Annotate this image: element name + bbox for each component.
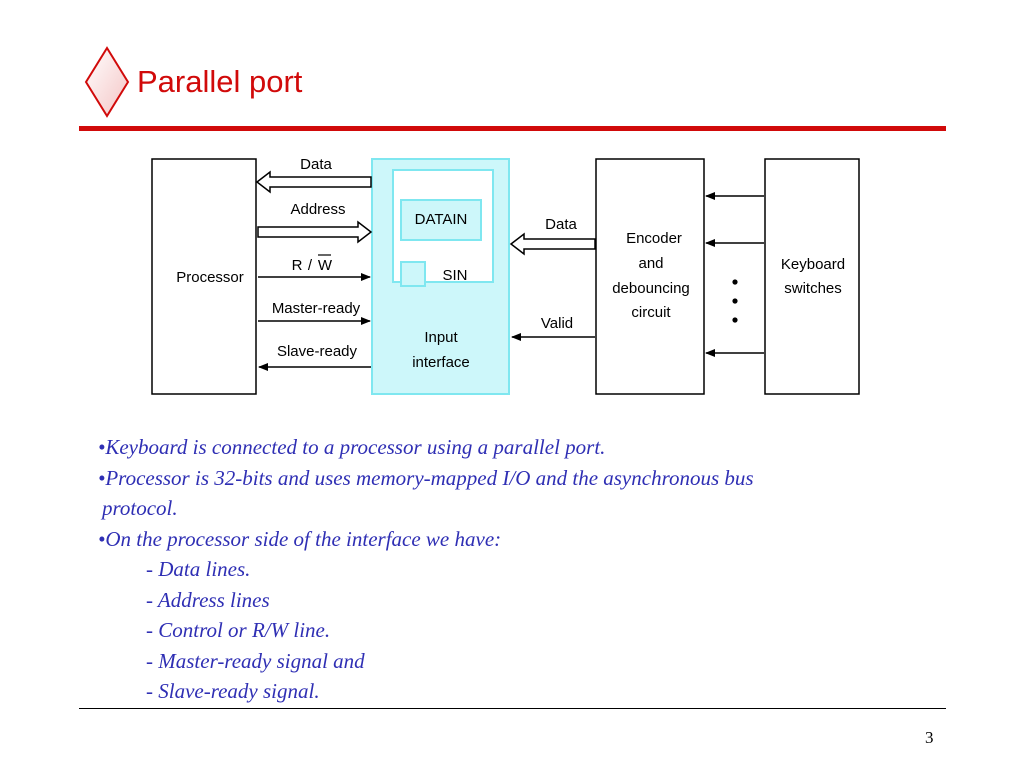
rw-sep-label: / [308, 257, 313, 274]
sin-label: SIN [442, 267, 467, 284]
sub-bullet-item: - Master-ready signal and [146, 648, 365, 673]
address-bus-label: Address [290, 201, 345, 218]
encoder-line1: Encoder [626, 230, 682, 247]
processor-label: Processor [176, 269, 244, 286]
ellipsis-dot [732, 317, 738, 323]
keyboard-block: Keyboard switches [764, 158, 860, 395]
slave-ready-label: Slave-ready [277, 343, 358, 360]
bullet-item: protocol. [102, 496, 178, 520]
encoder-data-label: Data [545, 216, 577, 233]
bullet-item: •Processor is 32-bits and uses memory-ma… [98, 465, 754, 490]
data-bus-arrow: Data [255, 156, 372, 194]
datain-label: DATAIN [415, 211, 468, 228]
master-ready-arrow: Master-ready [258, 300, 371, 325]
sub-bullet-item: - Data lines. [146, 557, 251, 581]
encoder-data-arrow: Data [509, 216, 596, 256]
interface-label-line2: interface [412, 354, 470, 371]
sub-bullet-item: - Address lines [146, 587, 270, 612]
keyboard-line2: switches [784, 280, 842, 297]
encoder-line4: circuit [631, 304, 671, 321]
encoder-block: Encoder and debouncing circuit [595, 158, 705, 395]
encoder-line3: debouncing [612, 280, 690, 297]
bullet-item: •Keyboard is connected to a processor us… [98, 435, 606, 459]
page-number: 3 [925, 728, 934, 747]
page-title: Parallel port [137, 64, 303, 99]
rw-w-label: W [318, 257, 333, 274]
processor-block: Processor [151, 158, 257, 395]
keyboard-line1: Keyboard [781, 256, 845, 273]
bullet-item: •On the processor side of the interface … [98, 526, 502, 551]
diamond-bullet-icon [84, 46, 130, 118]
ellipsis-dot [732, 298, 738, 304]
parallel-port-diagram: Processor DATAIN SIN Input interface Enc… [151, 156, 860, 395]
input-interface-block: DATAIN SIN Input interface [371, 158, 510, 395]
rw-r-label: R [292, 257, 303, 274]
sin-flag [400, 261, 426, 287]
slave-ready-arrow: Slave-ready [258, 343, 371, 371]
datain-register [400, 199, 482, 241]
master-ready-label: Master-ready [272, 300, 361, 317]
sub-bullet-item: - Control or R/W line. [146, 618, 331, 642]
encoder-line2: and [638, 255, 663, 272]
keyboard-lines [705, 192, 764, 357]
valid-arrow: Valid [511, 315, 595, 341]
data-bus-label: Data [300, 156, 332, 173]
interface-label-line1: Input [424, 329, 458, 346]
rw-line-arrow: R / W [258, 254, 371, 281]
bullet-list: •Keyboard is connected to a processor us… [98, 432, 754, 707]
address-bus-arrow: Address [257, 201, 373, 244]
title-rule [79, 126, 946, 131]
valid-label: Valid [541, 315, 573, 332]
footer-rule [79, 708, 946, 709]
sub-bullet-item: - Slave-ready signal. [146, 679, 320, 703]
ellipsis-dot [732, 279, 738, 285]
